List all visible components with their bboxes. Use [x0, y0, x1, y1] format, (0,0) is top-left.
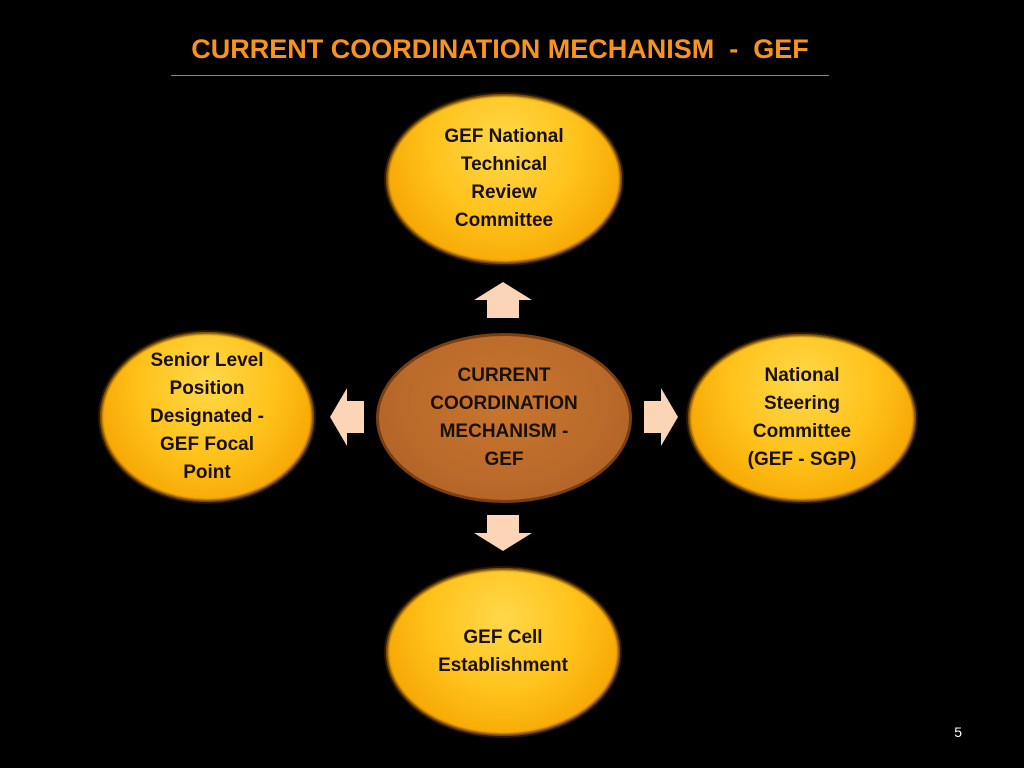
slide-title: CURRENT COORDINATION MECHANISM - GEF — [191, 34, 809, 64]
node-technical-review-committee: GEF National Technical Review Committee — [386, 94, 622, 264]
node-label: National Steering Committee (GEF - SGP) — [747, 365, 857, 470]
node-national-steering-committee: National Steering Committee (GEF - SGP) — [688, 334, 916, 502]
page-number: 5 — [954, 724, 962, 740]
node-gef-cell-establishment: GEF Cell Establishment — [386, 568, 620, 736]
arrow-up-icon — [474, 282, 532, 318]
node-label: GEF National Technical Review Committee — [444, 126, 564, 231]
title-divider — [171, 75, 829, 76]
node-coordination-mechanism: CURRENT COORDINATION MECHANISM - GEF — [376, 333, 632, 503]
node-focal-point: Senior Level Position Designated - GEF F… — [100, 332, 314, 502]
arrow-down-icon — [474, 515, 532, 551]
arrow-right-icon — [644, 388, 678, 446]
node-label: GEF Cell Establishment — [438, 627, 568, 676]
node-label: CURRENT COORDINATION MECHANISM - GEF — [430, 365, 578, 470]
arrow-left-icon — [330, 388, 364, 446]
node-label: Senior Level Position Designated - GEF F… — [149, 350, 265, 483]
